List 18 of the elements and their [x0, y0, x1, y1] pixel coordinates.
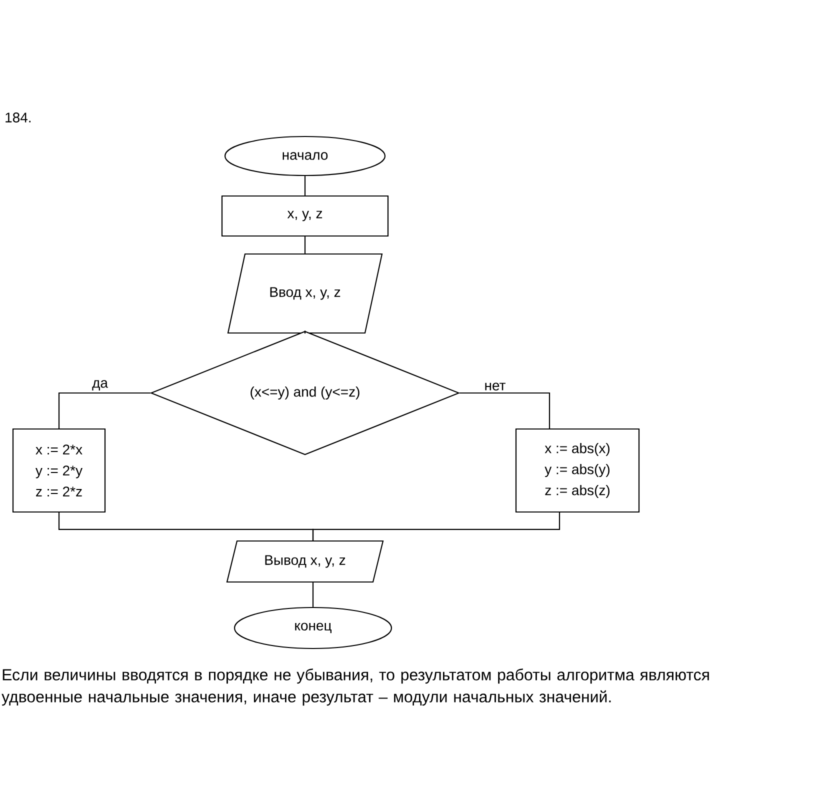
- process-box: x := abs(x) y := abs(y) z := abs(z): [515, 428, 640, 513]
- connector-line: [312, 512, 560, 540]
- connector-line: [304, 330, 306, 334]
- output-parallelogram: Вывод x, y, z: [226, 540, 384, 583]
- edge-label: нет: [483, 382, 507, 392]
- terminal-oval: начало: [224, 136, 386, 176]
- input-parallelogram: Ввод x, y, z: [227, 253, 383, 334]
- edge-label: да: [91, 379, 109, 392]
- connector-line: [304, 236, 306, 254]
- connector-line: [312, 582, 314, 607]
- connector-line: [304, 176, 306, 196]
- paragraph: Если величины вводятся в порядке не убывания, то результатом работы алгоритма являются удвоенные начальные значения, иначе результат – модули начальных значений.: [2, 668, 709, 706]
- terminal-oval: конец: [234, 606, 392, 650]
- process-box: x := 2*x y := 2*y z := 2*z: [12, 428, 106, 513]
- connector-line: [58, 392, 150, 428]
- process-box: x, y, z: [221, 195, 389, 237]
- task-number: 184.: [6, 112, 31, 122]
- connector-line: [460, 392, 550, 428]
